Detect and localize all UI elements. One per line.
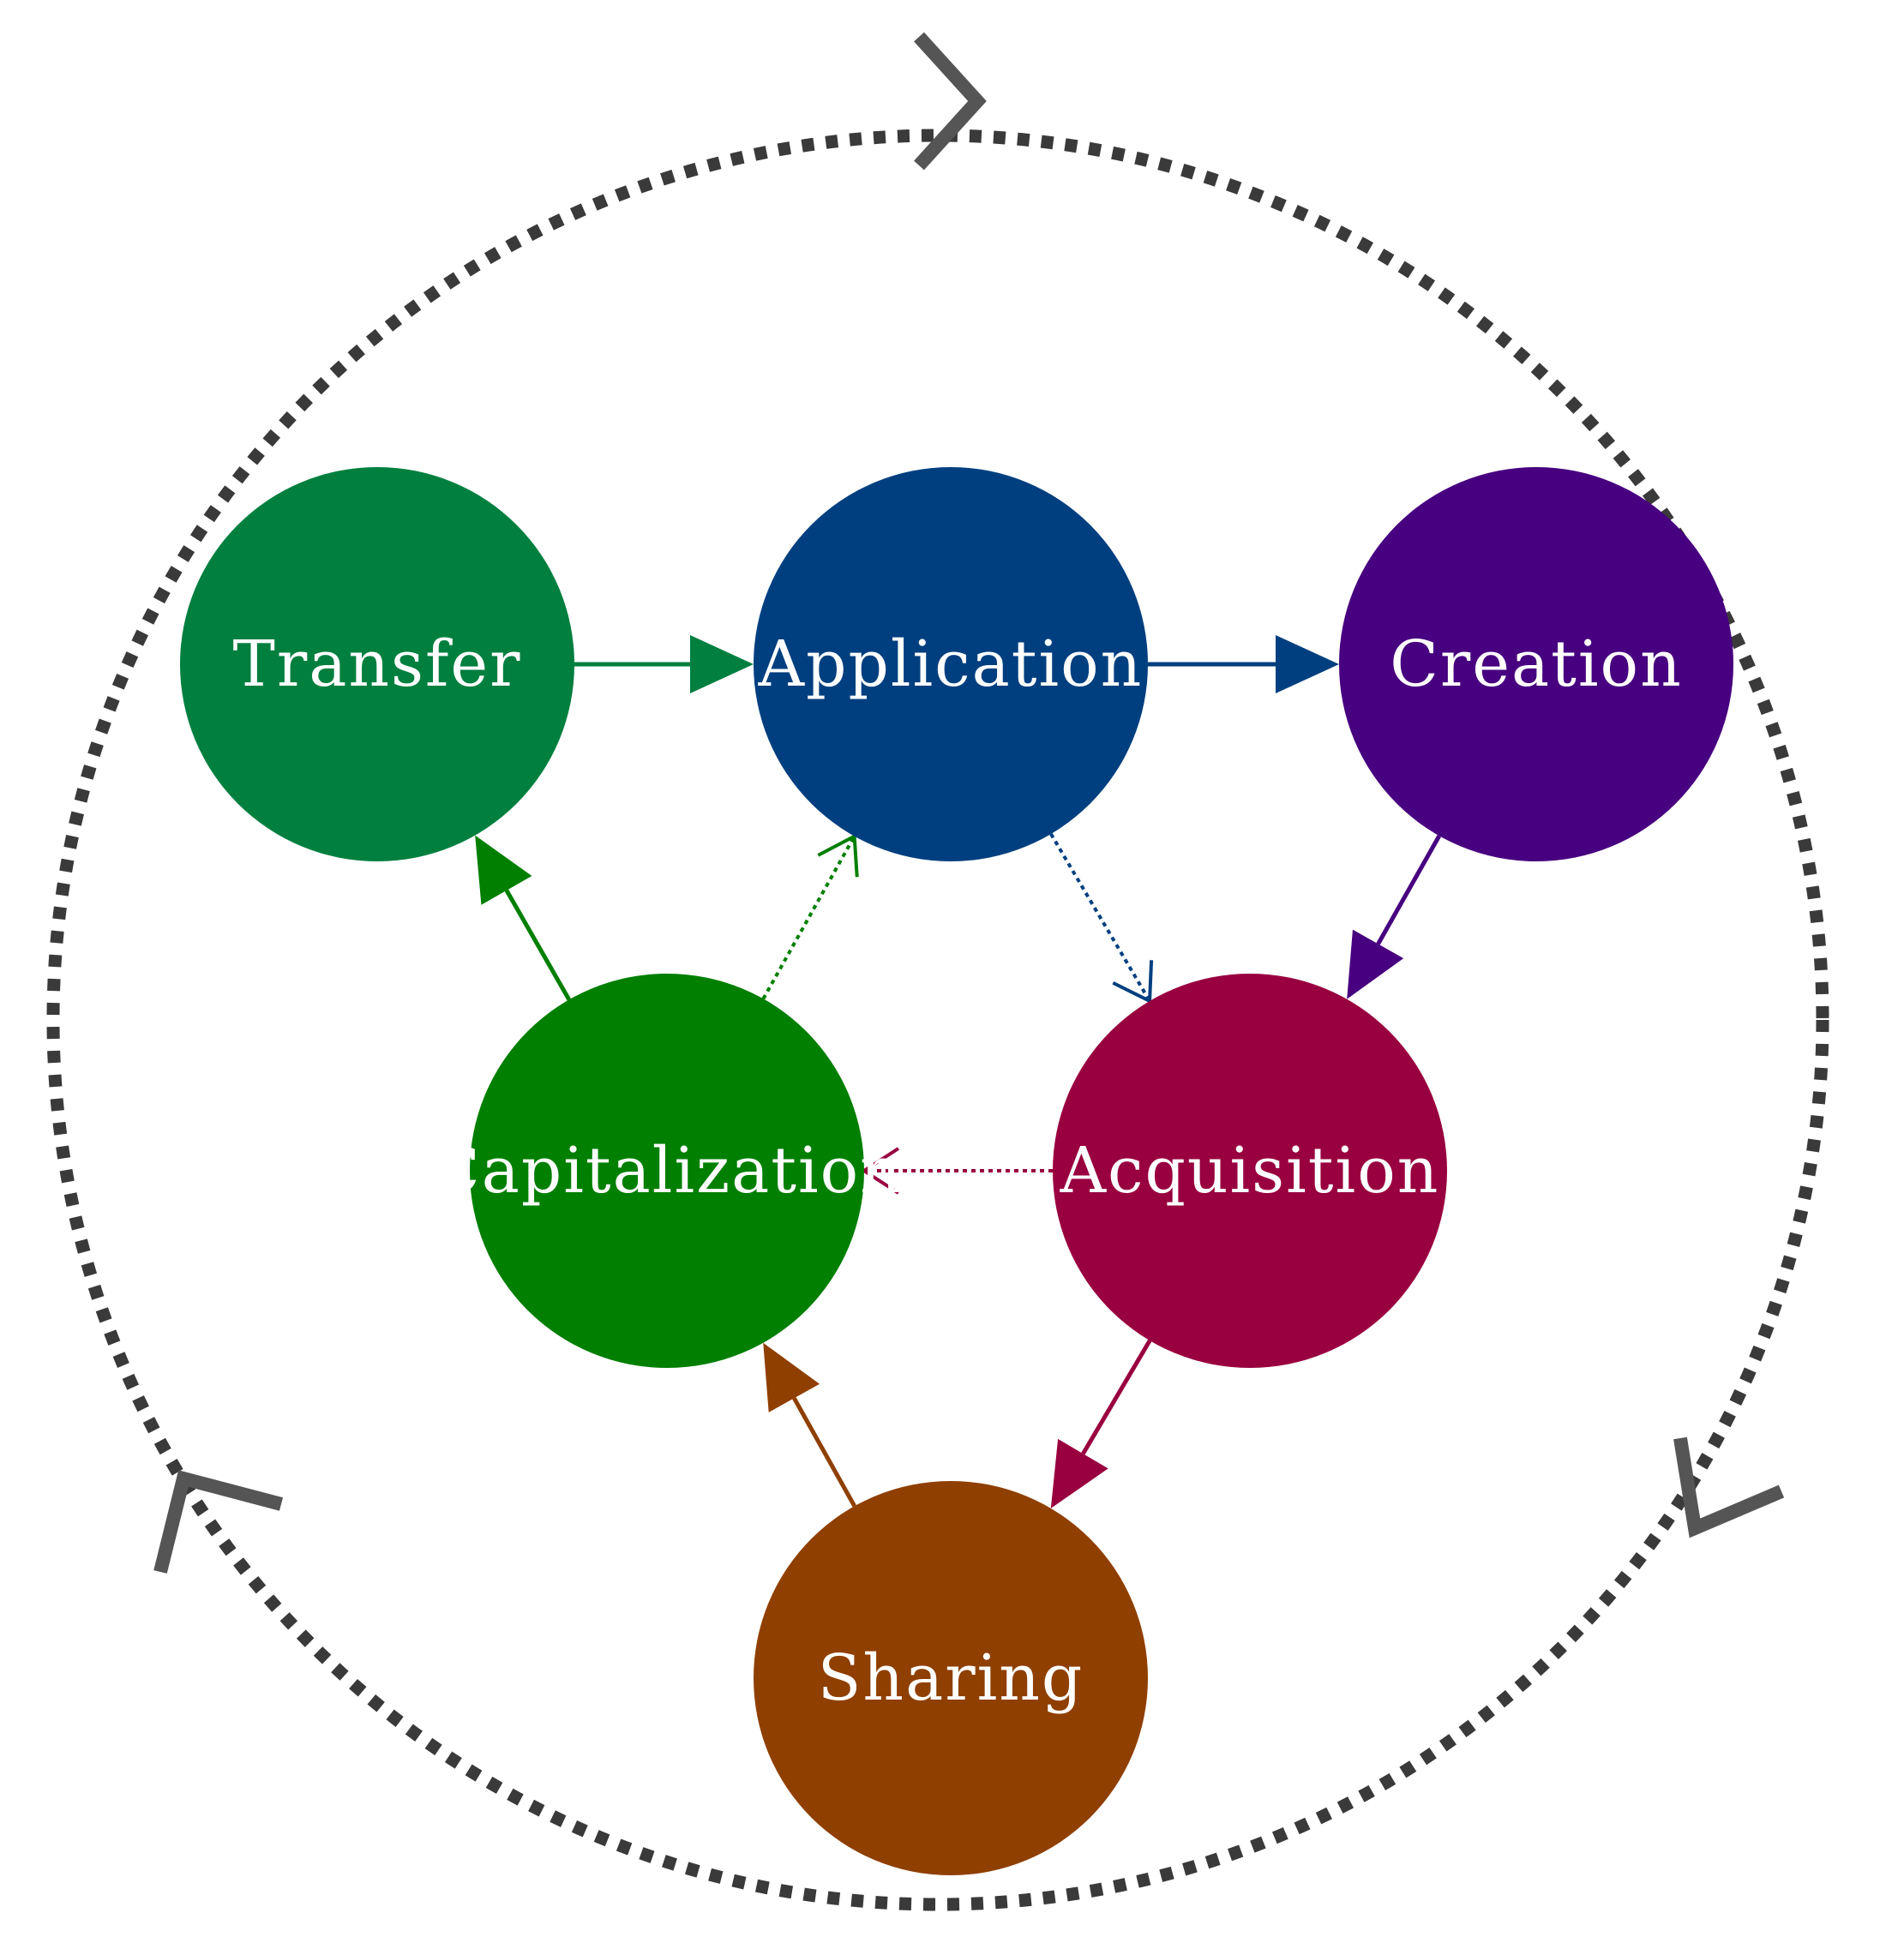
edge-capitalization-to-transfer: [475, 835, 571, 1001]
node-application-label: Application: [758, 627, 1144, 701]
node-capitalization-label: Capitalization: [431, 1134, 903, 1208]
arrowhead-icon: [1276, 635, 1339, 693]
node-capitalization: Capitalization: [431, 974, 903, 1368]
node-acquisition-circle: [1053, 974, 1447, 1368]
node-sharing-label: Sharing: [818, 1641, 1084, 1715]
node-application: Application: [754, 467, 1148, 861]
outer-cycle-ring: [46, 129, 1829, 1911]
edge-line: [1081, 1339, 1152, 1455]
edge-line: [504, 889, 571, 1001]
node-capitalization-circle: [470, 974, 864, 1368]
node-transfer: Transfer: [180, 467, 574, 861]
chevron-top-icon: [914, 32, 987, 171]
edge-line: [1376, 835, 1442, 945]
arrowhead-icon: [690, 635, 754, 693]
node-creation-circle: [1339, 467, 1733, 861]
node-application-circle: [754, 467, 1148, 861]
edge-creation-to-acquisition: [1347, 835, 1442, 999]
node-creation-label: Creation: [1390, 627, 1683, 701]
edge-transfer-to-application: [574, 635, 754, 693]
chevron-bottom-right-icon: [1673, 1436, 1785, 1538]
arrowhead-icon: [1050, 1438, 1108, 1508]
edge-line: [1049, 833, 1151, 1002]
edge-sharing-to-capitalization: [763, 1342, 856, 1508]
node-acquisition: Acquisition: [1053, 974, 1447, 1368]
node-sharing-circle: [754, 1481, 1148, 1875]
arrowhead-icon: [475, 835, 532, 905]
edge-line: [761, 835, 856, 1000]
open-arrowhead-icon: [817, 833, 859, 878]
edge-acquisition-to-sharing: [1050, 1339, 1152, 1508]
arrowhead-icon: [1347, 929, 1404, 999]
node-sharing: Sharing: [754, 1481, 1148, 1875]
arrowhead-icon: [763, 1342, 820, 1412]
edge-application-to-creation: [1148, 635, 1339, 693]
node-transfer-label: Transfer: [232, 627, 521, 701]
node-creation: Creation: [1339, 467, 1733, 861]
chevron-bottom-left-icon: [153, 1470, 284, 1574]
edge-line: [792, 1397, 856, 1508]
edge-capitalization-to-application: [761, 833, 859, 1000]
node-acquisition-label: Acquisition: [1060, 1134, 1440, 1208]
edge-application-to-acquisition: [1049, 833, 1154, 1004]
node-transfer-circle: [180, 467, 574, 861]
open-arrowhead-icon: [1112, 960, 1154, 1004]
